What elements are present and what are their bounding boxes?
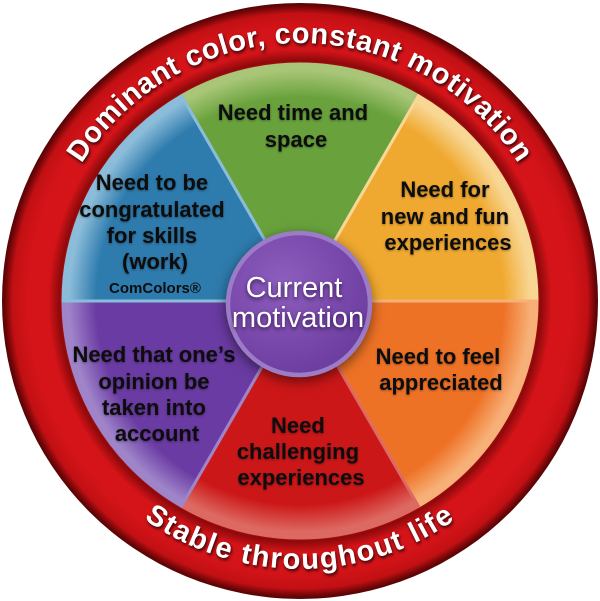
segment-red-label: Need challenging experiences [237,413,365,490]
segment-labels: Need time and space Need for new and fun… [72,100,515,490]
label-line: account [115,421,200,446]
segment-blue-label: Need to be congratulated for skills (wor… [79,170,231,274]
label-line: Current [246,272,343,304]
label-line: Need for [400,177,490,202]
label-line: Need to feel [376,344,501,369]
label-line: taken into [102,395,206,420]
segment-yellow-label: Need for new and fun experiences [381,177,515,255]
label-line: (work) [122,249,188,274]
label-line: for skills [107,223,197,248]
label-line: opinion be [98,369,209,394]
label-line: Need to be [96,170,208,195]
segment-orange-label: Need to feel appreciated [376,344,507,395]
label-line: motivation [232,302,364,334]
center-motivation: Current motivation [225,230,373,378]
label-line: congratulated [79,197,224,222]
label-line: Need that one’s [72,342,235,367]
comcolors-watermark: ComColors® [109,280,201,297]
label-line: appreciated [379,370,503,395]
label-line: space [265,127,327,152]
center-circle [225,230,373,378]
segment-green-label: Need time and space [218,100,375,152]
label-line: new and fun [381,204,509,229]
center-label: Current motivation [232,272,364,334]
label-line: Need [271,413,325,438]
label-line: challenging [237,439,359,464]
segment-purple-label: Need that one’s opinion be taken into ac… [72,342,241,446]
label-line: experiences [384,230,511,255]
segments [61,62,539,540]
label-line: experiences [237,465,364,490]
label-line: Need time and [218,100,368,125]
